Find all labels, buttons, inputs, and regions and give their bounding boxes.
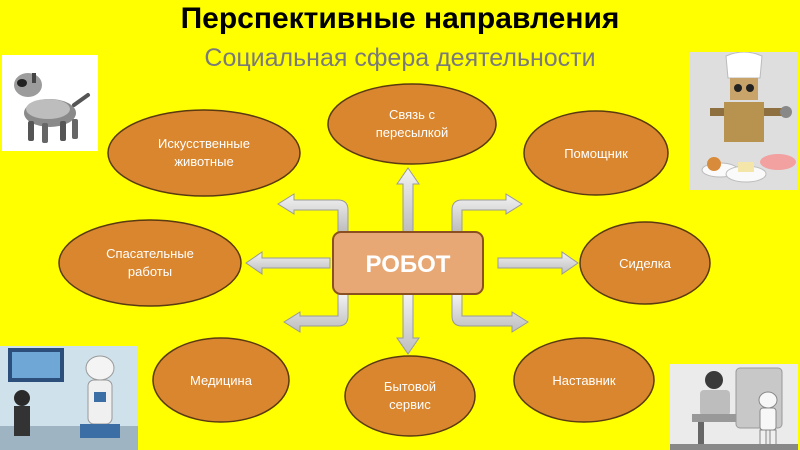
- arrows: [245, 167, 579, 355]
- node-animals-line-2: животные: [174, 154, 233, 169]
- arrow-right: [497, 251, 579, 275]
- arrow-down: [396, 293, 420, 355]
- node-rescue-line-2: работы: [128, 264, 172, 279]
- chef-robot-photo: [690, 52, 798, 190]
- asimo-robot-icon: [670, 364, 798, 450]
- node-rescue-line-1: Спасательные: [106, 246, 194, 261]
- robot-dog-icon: [14, 73, 90, 143]
- arrow-lower-right: [451, 293, 529, 333]
- chef-robot-icon: [690, 52, 798, 190]
- node-animals-line-1: Искусственные: [158, 136, 250, 151]
- node-mentor-line-1: Наставник: [552, 373, 616, 388]
- node-animals: Искусственные животные: [107, 109, 301, 197]
- node-household: Бытовой сервис: [344, 355, 476, 437]
- node-nurse: Сиделка: [579, 221, 711, 305]
- node-medicine: Медицина: [152, 337, 290, 423]
- arrow-left: [245, 251, 331, 275]
- node-helper: Помощник: [523, 110, 669, 196]
- node-delivery: Связь с пересылкой: [327, 83, 497, 165]
- node-delivery-line-1: Связь с: [389, 107, 436, 122]
- node-household-line-2: сервис: [389, 397, 431, 412]
- arrow-upper-left: [277, 193, 349, 233]
- robot-dog-photo: [2, 55, 98, 151]
- arrow-lower-left: [283, 293, 349, 333]
- arrow-upper-right: [451, 193, 523, 233]
- center-label: РОБОТ: [366, 251, 451, 278]
- node-household-line-1: Бытовой: [384, 379, 436, 394]
- exhibit-robot-photo: [0, 346, 138, 450]
- node-medicine-line-1: Медицина: [190, 373, 253, 388]
- exhibit-robot-icon: [0, 346, 138, 450]
- page-title: Перспективные направления: [180, 2, 620, 35]
- asimo-robot-photo: [670, 364, 798, 450]
- node-mentor: Наставник: [513, 337, 655, 423]
- node-delivery-line-2: пересылкой: [376, 125, 448, 140]
- page-subtitle: Социальная сфера деятельности: [204, 44, 596, 72]
- center-node: РОБОТ: [332, 231, 484, 295]
- node-nurse-line-1: Сиделка: [619, 256, 672, 271]
- node-rescue: Спасательные работы: [58, 219, 242, 307]
- node-helper-line-1: Помощник: [564, 146, 628, 161]
- arrow-up: [396, 167, 420, 233]
